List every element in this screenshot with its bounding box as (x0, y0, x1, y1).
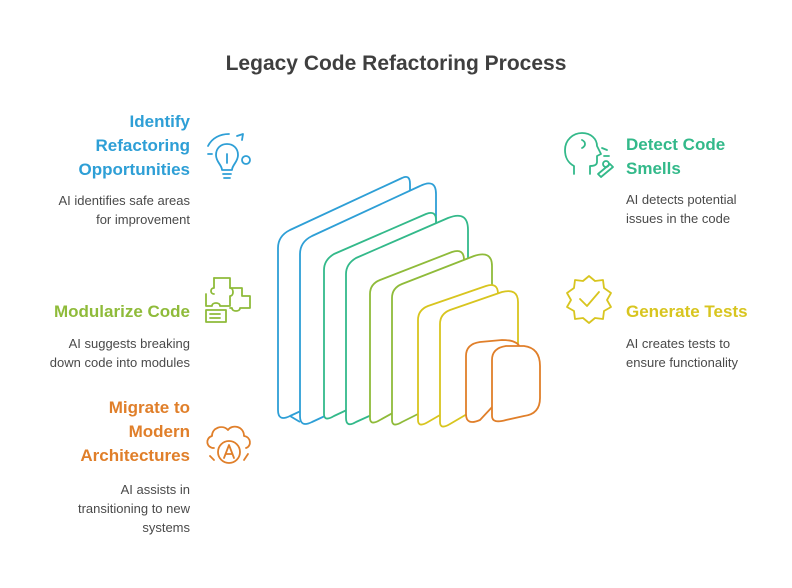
step-migrate-heading-line: Modern (128, 422, 190, 441)
step-tests-description: AI creates tests to ensure functionality (626, 334, 748, 372)
step-identify-description-line: AI identifies safe areas (58, 193, 190, 208)
step-modularize-description-line: down code into modules (49, 355, 190, 370)
step-migrate-description-line: AI assists in (120, 482, 190, 497)
step-migrate: Migrate to Modern Architectures AI assis… (78, 396, 190, 537)
step-migrate-description-line: systems (142, 520, 190, 535)
step-detect-description-line: AI detects potential (626, 192, 737, 207)
step-modularize-heading-line: Modularize Code (53, 302, 190, 321)
step-migrate-heading: Migrate to Modern Architectures (78, 396, 190, 468)
step-tests: Generate Tests AI creates tests to ensur… (626, 300, 748, 372)
step-detect-description: AI detects potential issues in the code (626, 190, 737, 228)
step-identify-heading-line: Refactoring (95, 136, 190, 155)
page-title: Legacy Code Refactoring Process (225, 52, 567, 75)
lightbulb-icon (207, 133, 251, 179)
badge-check-icon (566, 275, 612, 324)
step-identify-description-line: for improvement (96, 212, 190, 227)
step-detect-heading: Detect Code Smells (626, 133, 737, 181)
step-tests-heading: Generate Tests (626, 300, 748, 324)
layer-5 (465, 339, 541, 423)
step-migrate-description-line: transitioning to new (77, 501, 190, 516)
step-identify-description: AI identifies safe areas for improvement (58, 191, 190, 229)
step-detect-description-line: issues in the code (626, 211, 731, 226)
step-identify-heading: Identify Refactoring Opportunities (58, 110, 190, 182)
step-detect-heading-line: Smells (626, 159, 681, 178)
step-identify-heading-line: Identify (129, 112, 190, 131)
step-identify-heading-line: Opportunities (78, 160, 190, 179)
step-modularize-description-line: AI suggests breaking (68, 336, 190, 351)
step-tests-description-line: AI creates tests to (626, 336, 731, 351)
step-identify: Identify Refactoring Opportunities AI id… (58, 110, 190, 229)
step-detect-heading-line: Detect Code (626, 135, 726, 154)
step-migrate-heading-line: Architectures (80, 446, 190, 465)
step-modularize-heading: Modularize Code (50, 300, 190, 324)
nested-layers-diagram (277, 175, 541, 428)
head-sniffing-icon (564, 132, 614, 178)
step-migrate-heading-line: Migrate to (108, 398, 190, 417)
puzzle-icon (205, 277, 251, 323)
cloud-a-icon (206, 425, 251, 464)
step-modularize-description: AI suggests breaking down code into modu… (50, 334, 190, 372)
step-tests-heading-line: Generate Tests (626, 302, 748, 321)
step-migrate-description: AI assists in transitioning to new syste… (78, 480, 190, 537)
step-modularize: Modularize Code AI suggests breaking dow… (50, 300, 190, 372)
step-detect: Detect Code Smells AI detects potential … (626, 133, 737, 228)
step-tests-description-line: ensure functionality (626, 355, 739, 370)
